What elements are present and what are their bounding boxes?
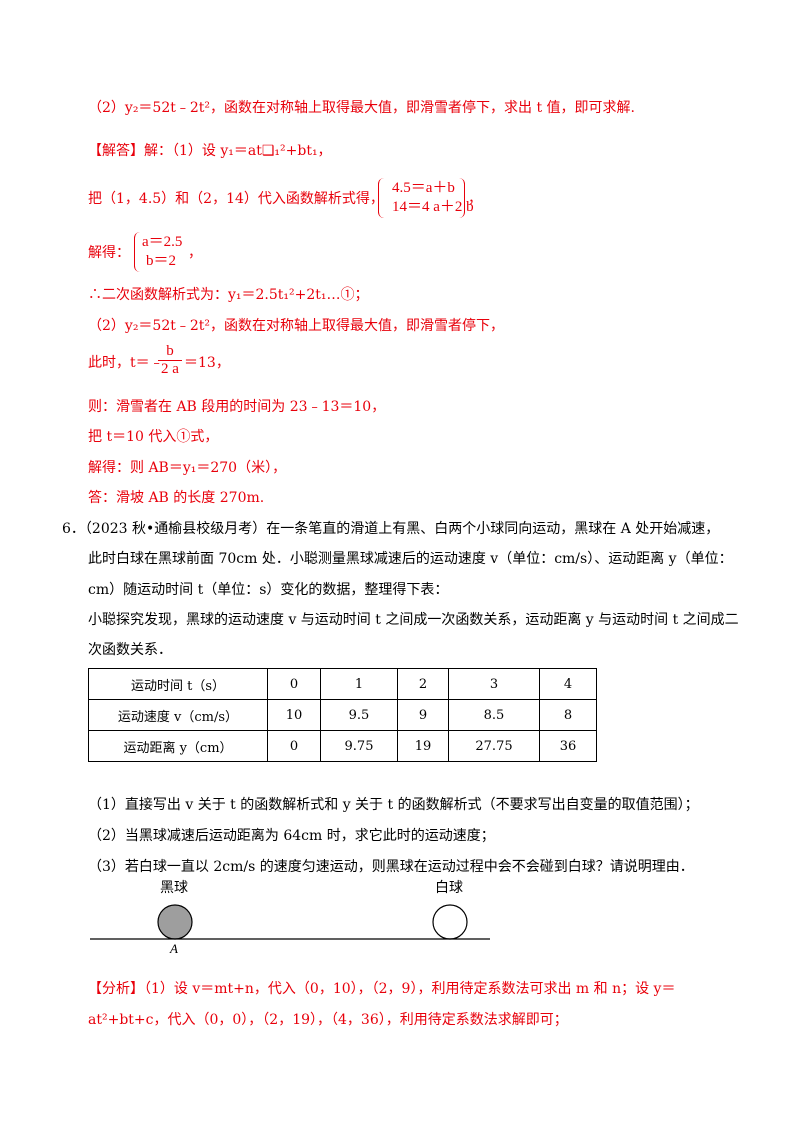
- solved-ab-line: 解得：则 AB＝y₁＝270（米），: [88, 460, 287, 476]
- point-a-label: A: [169, 941, 178, 955]
- part2-hint: （2）y₂＝52t﹣2t²，函数在对称轴上取得最大值，即滑雪者停下，求出 t 值…: [88, 100, 635, 116]
- fraction-result: ＝13，: [184, 355, 230, 371]
- black-ball: [157, 904, 193, 940]
- system2: a＝2.5 b＝2: [142, 233, 182, 271]
- system2-eq1: a＝2.5: [142, 234, 183, 250]
- substitute-t-line: 把 t＝10 代入①式，: [88, 429, 219, 445]
- table-cell: 10: [267, 699, 321, 731]
- subquestion-3: （3）若白球一直以 2cm/s 的速度匀速运动，则黑球在运动过程中会不会碰到白球…: [88, 859, 694, 875]
- table-cell: 0: [267, 668, 321, 700]
- fraction: b 2 a: [158, 343, 182, 378]
- table-cell: 9: [397, 699, 449, 731]
- question6-line4: 小聪探究发现，黑球的运动速度 v 与运动时间 t 之间成一次函数关系，运动距离 …: [88, 612, 739, 628]
- part2-line: （2）y₂＝52t﹣2t²，函数在对称轴上取得最大值，即滑雪者停下，: [88, 318, 505, 334]
- question6-line1: 6．（2023 秋•通榆县校级月考）在一条笔直的滑道上有黑、白两个小球同向运动，…: [62, 521, 720, 537]
- substitute-line: 把（1，4.5）和（2，14）代入函数解析式得，: [88, 191, 384, 207]
- at-this-time: 此时，t＝﹣: [88, 355, 164, 371]
- table-cell: 9.75: [320, 730, 398, 762]
- system1: 4.5＝a＋b 14＝4 a＋2 b: [392, 179, 474, 217]
- data-table: 运动时间 t（s） 0 1 2 3 4 运动速度 v（cm/s） 10 9.5 …: [88, 668, 597, 762]
- system1-brace: [378, 178, 385, 218]
- white-ball-label: 白球: [435, 880, 463, 896]
- system1-eq2: 14＝4 a＋2 b: [392, 199, 474, 215]
- fraction-numerator: b: [166, 343, 174, 359]
- question6-line3: cm）随运动时间 t（单位：s）变化的数据，整理得下表：: [88, 582, 449, 598]
- table-row: 运动速度 v（cm/s） 10 9.5 9 8.5 8: [88, 699, 597, 731]
- system1-brace-right: [458, 178, 465, 218]
- subquestion-1: （1）直接写出 v 关于 t 的函数解析式和 y 关于 t 的函数解析式（不要求…: [88, 797, 699, 813]
- table-cell: 9.5: [320, 699, 398, 731]
- table-row: 运动时间 t（s） 0 1 2 3 4: [88, 668, 597, 700]
- table-cell: 19: [397, 730, 449, 762]
- analysis-line2: at²+bt+c，代入（0，0），（2，19），（4，36），利用待定系数法求解…: [88, 1012, 568, 1028]
- system1-suffix: ，: [468, 191, 482, 207]
- table-cell: 1: [320, 668, 398, 700]
- table-cell: 3: [448, 668, 540, 700]
- formula-line: ∴二次函数解析式为：y₁＝2.5t₁²+2t₁…①；: [88, 287, 369, 303]
- analysis-line1: 【分析】（1）设 v＝mt+n，代入（0，10），（2，9），利用待定系数法可求…: [88, 981, 676, 997]
- solved-label: 解得：: [88, 245, 130, 261]
- question6-line5: 次函数关系．: [88, 642, 172, 658]
- time-ab-line: 则：滑雪者在 AB 段用的时间为 23﹣13＝10，: [88, 399, 386, 415]
- table-cell: 8.5: [448, 699, 540, 731]
- question6-line2: 此时白球在黑球前面 70cm 处．小聪测量黑球减速后的运动速度 v（单位：cm/…: [88, 551, 733, 567]
- table-cell: 0: [267, 730, 321, 762]
- table-row: 运动距离 y（cm） 0 9.75 19 27.75 36: [88, 730, 597, 762]
- table-cell: 运动速度 v（cm/s）: [88, 699, 268, 731]
- ball-diagram: 黑球 白球 A: [88, 875, 508, 959]
- system2-suffix: ，: [188, 245, 202, 261]
- black-ball-label: 黑球: [160, 880, 188, 896]
- system2-eq2: b＝2: [146, 253, 177, 269]
- table-cell: 运动时间 t（s）: [88, 668, 268, 700]
- final-answer: 答：滑坡 AB 的长度 270m.: [88, 490, 265, 506]
- table-cell: 4: [539, 668, 597, 700]
- solution-start: 【解答】解：（1）设 y₁＝at❑₁²+bt₁，: [88, 143, 332, 159]
- system2-brace: [134, 232, 141, 272]
- fraction-denominator: 2 a: [158, 360, 182, 378]
- table-cell: 2: [397, 668, 449, 700]
- subquestion-2: （2）当黑球减速后运动距离为 64cm 时，求它此时的运动速度；: [88, 828, 495, 844]
- table-cell: 36: [539, 730, 597, 762]
- white-ball: [432, 904, 468, 940]
- table-cell: 27.75: [448, 730, 540, 762]
- system1-eq1: 4.5＝a＋b: [392, 180, 455, 196]
- table-cell: 8: [539, 699, 597, 731]
- table-cell: 运动距离 y（cm）: [88, 730, 268, 762]
